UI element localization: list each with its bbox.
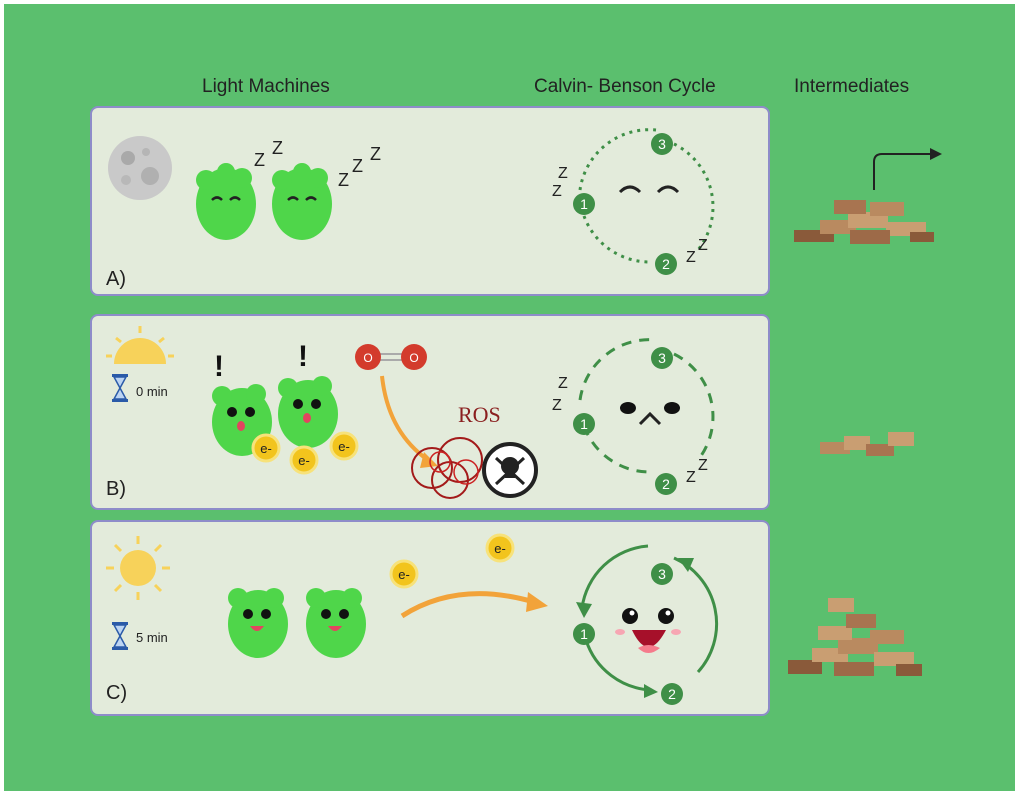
hourglass-icon xyxy=(112,374,128,402)
alarm-exclamations: ! ! xyxy=(214,340,308,383)
export-arrow-icon xyxy=(873,153,934,190)
panel-c-daylight: C) 5 min xyxy=(90,520,770,716)
svg-text:Z: Z xyxy=(686,469,696,486)
figure-canvas: Light Machines Calvin- Benson Cycle Inte… xyxy=(4,4,1015,791)
panel-a-night: A) Z Z Z Z Z xyxy=(90,106,770,296)
light-machine-alarmed-2 xyxy=(278,376,338,448)
ros-cluster xyxy=(411,437,483,499)
sleep-z-marks-machines: Z Z Z Z Z xyxy=(254,138,381,190)
cycle-node-1: 1 xyxy=(580,196,588,212)
electron-c-1: e- xyxy=(389,559,419,589)
skull-icon xyxy=(482,442,538,498)
svg-text:Z: Z xyxy=(254,150,265,170)
electron-label: e- xyxy=(298,453,310,468)
light-machine-sleeping-2 xyxy=(272,163,332,240)
cycle-node-1: 1 xyxy=(580,416,588,432)
svg-text:e-: e- xyxy=(398,567,410,582)
header-intermediates: Intermediates xyxy=(794,76,910,97)
cycle-node-2: 2 xyxy=(668,686,676,702)
svg-text:!: ! xyxy=(298,340,308,373)
orange-arrow-to-cycle xyxy=(400,591,548,619)
cycle-node-1: 1 xyxy=(580,626,588,642)
timer-label-b: 0 min xyxy=(136,384,168,399)
cycle-node-2: 2 xyxy=(662,256,670,272)
cycle-node-3: 3 xyxy=(658,350,666,366)
svg-text:Z: Z xyxy=(686,249,696,266)
svg-text:e-: e- xyxy=(494,541,506,556)
cycle-face-sleeping-eye xyxy=(618,185,642,194)
moon-icon xyxy=(108,136,172,200)
calvin-cycle-a: 3 1 2 Z Z Z Z xyxy=(552,128,715,275)
svg-text:O: O xyxy=(409,351,418,365)
panel-b-label: B) xyxy=(106,478,126,500)
timer-label-c: 5 min xyxy=(136,630,168,645)
intermediates-pile-b xyxy=(820,432,914,456)
orange-arrow-to-ros xyxy=(380,375,438,468)
electron-label: e- xyxy=(260,441,272,456)
cycle-node-3: 3 xyxy=(658,566,666,582)
electron-label: e- xyxy=(338,439,350,454)
svg-text:Z: Z xyxy=(272,138,283,158)
electrons-b: e- e- e- xyxy=(251,431,359,475)
svg-text:!: ! xyxy=(214,350,224,383)
intermediates-pile-c xyxy=(788,598,922,676)
hourglass-icon xyxy=(112,622,128,650)
svg-text:Z: Z xyxy=(338,170,349,190)
svg-text:Z: Z xyxy=(352,156,363,176)
svg-text:Z: Z xyxy=(552,397,562,414)
intermediates-pile-a xyxy=(794,148,942,244)
electron-c-2: e- xyxy=(485,533,515,563)
calvin-cycle-c: 3 1 2 xyxy=(573,544,719,705)
panel-a-label: A) xyxy=(106,268,126,290)
half-sun-icon xyxy=(106,326,174,364)
light-machine-sleeping-1 xyxy=(196,163,256,240)
header-calvin-benson-cycle: Calvin- Benson Cycle xyxy=(534,76,716,97)
calvin-cycle-b: 3 1 2 Z Z Z Z xyxy=(552,338,715,495)
panel-c-label: C) xyxy=(106,682,128,704)
svg-text:Z: Z xyxy=(558,165,568,182)
svg-text:Z: Z xyxy=(698,237,708,254)
cycle-node-3: 3 xyxy=(658,136,666,152)
oxygen-molecule-icon: O O xyxy=(355,344,427,370)
svg-text:Z: Z xyxy=(558,375,568,392)
panel-b-sunrise: B) 0 min ! ! xyxy=(90,314,770,510)
ros-label: ROS xyxy=(458,402,501,427)
sun-icon xyxy=(106,536,170,600)
light-machine-happy-2 xyxy=(306,588,366,658)
svg-text:Z: Z xyxy=(552,183,562,200)
header-light-machines: Light Machines xyxy=(202,76,330,97)
light-machine-happy-1 xyxy=(228,588,288,658)
svg-text:Z: Z xyxy=(370,144,381,164)
svg-text:O: O xyxy=(363,351,372,365)
cycle-node-2: 2 xyxy=(662,476,670,492)
svg-text:Z: Z xyxy=(698,457,708,474)
cycle-face-sleeping-eye xyxy=(656,185,680,194)
